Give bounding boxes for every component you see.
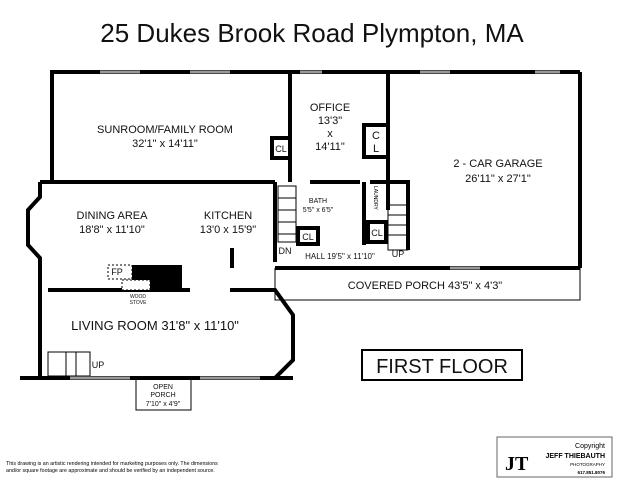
floor-label: FIRST FLOOR bbox=[376, 356, 508, 378]
hall-name: HALL 19'5" x 11'10" bbox=[305, 252, 375, 261]
logo-sub: PHOTOGRAPHY bbox=[570, 462, 605, 467]
floor-label-box: FIRST FLOOR bbox=[361, 349, 523, 381]
disclaimer-line2: and/or square footage are approximate an… bbox=[6, 468, 215, 474]
bath-name: BATH bbox=[309, 198, 327, 205]
kitchen-name: KITCHEN bbox=[204, 210, 252, 222]
page-title: 25 Dukes Brook Road Plympton, MA bbox=[100, 18, 524, 48]
office-x: x bbox=[327, 128, 333, 140]
logo-name: JEFF THIEBAUTH bbox=[546, 453, 606, 460]
living-stairs-up-label: UP bbox=[92, 360, 105, 370]
sunroom-dims: 32'1" x 14'11" bbox=[132, 138, 198, 150]
wood-stove-line1: WOOD bbox=[130, 294, 146, 300]
garage-dims: 26'11" x 27'1" bbox=[465, 173, 531, 185]
stairs bbox=[47, 185, 409, 377]
photographer-logo: JT Copyright JEFF THIEBAUTH PHOTOGRAPHY … bbox=[496, 436, 613, 478]
logo-phone: 617.851.8076 bbox=[577, 470, 605, 475]
laundry-label: LAUNDRY bbox=[372, 186, 378, 210]
laundry-closet: CL bbox=[371, 228, 383, 238]
sunroom-closet: CL bbox=[275, 144, 287, 154]
open-porch-line2: PORCH bbox=[150, 392, 175, 399]
open-porch-dims: 7'10" x 4'9" bbox=[146, 401, 181, 408]
bath-dims: 5'5" x 6'5" bbox=[303, 207, 334, 214]
stairs-down-label: DN bbox=[279, 246, 292, 256]
walls bbox=[20, 70, 582, 411]
sunroom-name: SUNROOM/FAMILY ROOM bbox=[97, 124, 233, 136]
logo-copyright: Copyright bbox=[575, 443, 605, 450]
garage-name: 2 - CAR GARAGE bbox=[453, 158, 542, 170]
disclaimer-line1: This drawing is an artistic rendering in… bbox=[6, 461, 218, 467]
bath-closet: CL bbox=[302, 232, 314, 242]
living-room-label: LIVING ROOM 31'8" x 11'10" bbox=[71, 318, 239, 333]
wood-stove-line2: STOVE bbox=[130, 300, 148, 306]
office-closet-l: L bbox=[373, 143, 379, 155]
fireplace-label: FP bbox=[111, 267, 123, 277]
open-porch-line1: OPEN bbox=[153, 384, 173, 391]
stairs-up-label: UP bbox=[392, 249, 405, 259]
dining-dims: 18'8" x 11'10" bbox=[79, 224, 145, 236]
covered-porch-label: COVERED PORCH 43'5" x 4'3" bbox=[348, 280, 503, 292]
office-dim2: 14'11" bbox=[315, 141, 345, 153]
dining-name: DINING AREA bbox=[77, 210, 149, 222]
logo-mark: JT bbox=[505, 453, 529, 475]
kitchen-dims: 13'0 x 15'9" bbox=[200, 224, 257, 236]
office-dim1: 13'3" bbox=[318, 115, 342, 127]
office-closet-c: C bbox=[372, 130, 380, 142]
office-name: OFFICE bbox=[310, 102, 350, 114]
